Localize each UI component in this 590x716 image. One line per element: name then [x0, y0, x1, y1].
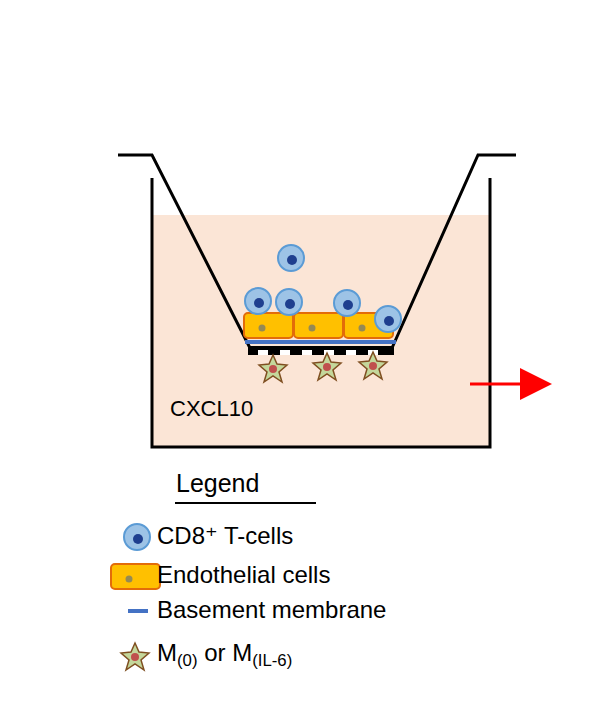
legend-underline: [175, 502, 316, 504]
red-arrow: [470, 368, 552, 400]
medium: [152, 215, 490, 447]
legend-entry: M(0) or M(IL-6): [157, 640, 292, 666]
macrophage-sample: [121, 643, 149, 670]
legend-heading: Legend: [176, 470, 259, 498]
legend-entry: Basement membrane: [157, 597, 386, 623]
legend-entry: Endothelial cells: [157, 562, 330, 588]
endothelial-cells: [244, 313, 393, 338]
well-wall: [152, 178, 490, 447]
chemokine-label: CXCL10: [170, 397, 253, 421]
macrophages: [259, 352, 387, 382]
basement-sample: [128, 609, 148, 613]
legend-entry: CD8⁺ T-cells: [157, 523, 293, 549]
t-cells: [245, 245, 401, 332]
insert-wall: [118, 155, 516, 348]
tcell-sample: [124, 524, 150, 550]
basement-membrane: [245, 340, 396, 344]
membrane-pores: [258, 350, 378, 355]
endothelial-sample: [111, 564, 160, 589]
